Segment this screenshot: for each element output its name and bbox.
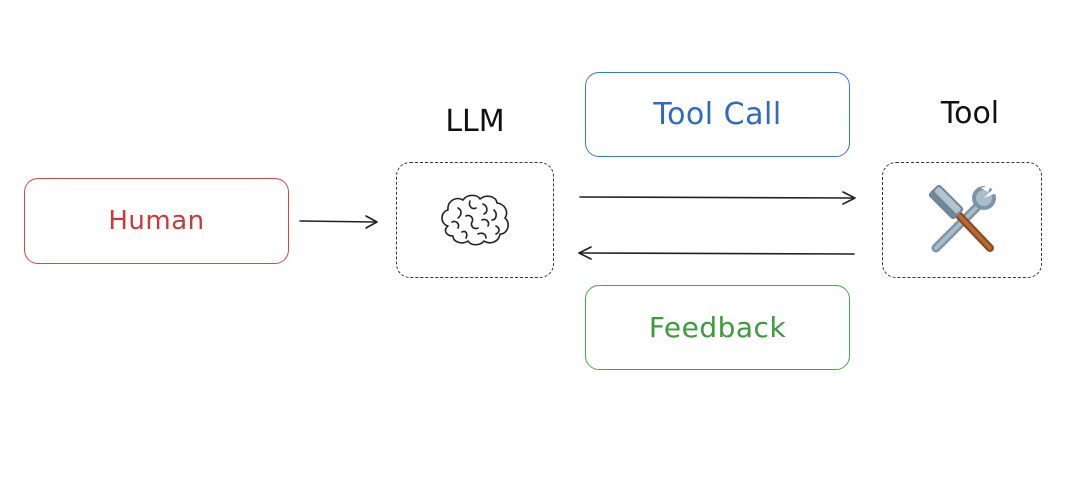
- feedback-label: Feedback: [648, 311, 787, 344]
- human-to-llm-arrow: [299, 215, 378, 229]
- tool-call-arrow: [579, 191, 856, 205]
- feedback-arrow: [578, 246, 855, 260]
- tool-label: Tool: [940, 96, 1000, 131]
- llm-label: LLM: [445, 104, 505, 139]
- brain-icon: [441, 194, 509, 246]
- human-label: Human: [108, 206, 205, 236]
- tool-node: [882, 162, 1042, 278]
- llm-node: [396, 162, 554, 278]
- tool-call-label-box: Tool Call: [585, 72, 850, 157]
- human-node: Human: [24, 178, 289, 264]
- tool-call-label: Tool Call: [653, 97, 782, 132]
- hammer-wrench-icon: [928, 182, 1000, 253]
- feedback-label-box: Feedback: [585, 285, 850, 370]
